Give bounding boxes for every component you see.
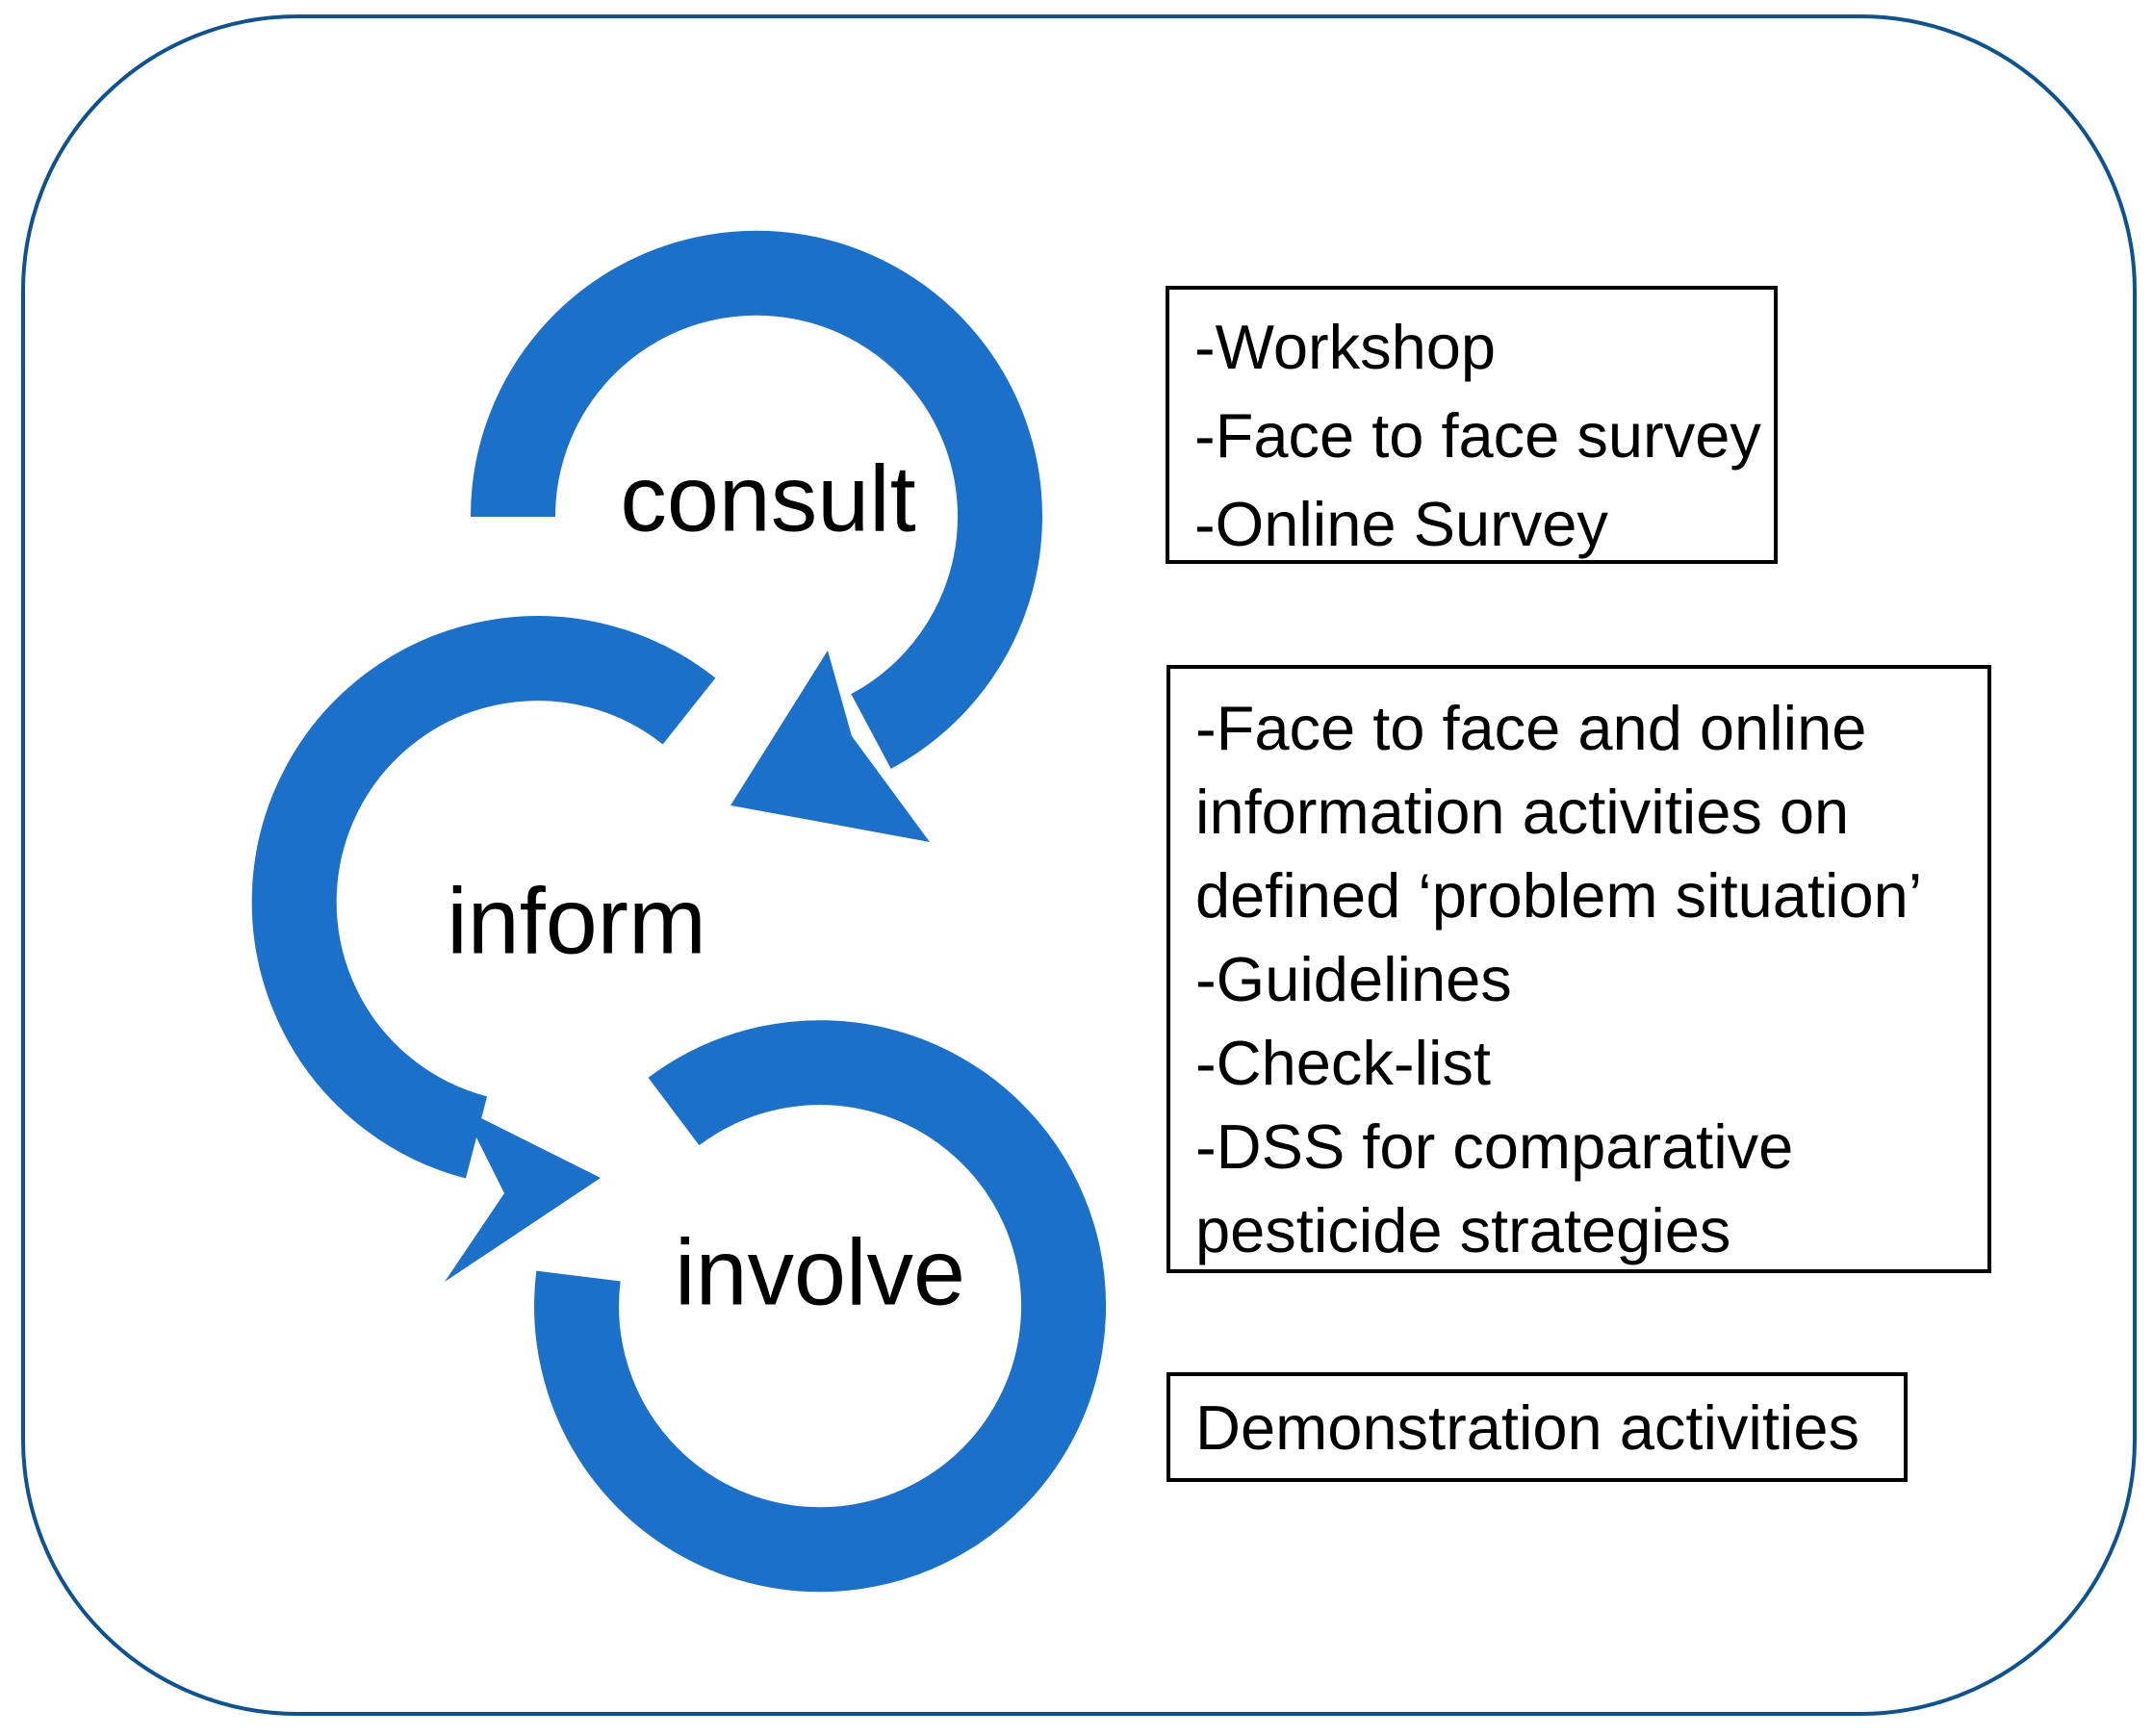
involve-activities-box: Demonstration activities xyxy=(1166,1372,1908,1482)
box-text-line: defined ‘problem situation’ xyxy=(1195,860,1923,931)
inform-cycle-arrow xyxy=(251,616,716,1179)
box-text-line: -DSS for comparative xyxy=(1195,1111,1794,1182)
inform-activities-box: -Face to face and online information act… xyxy=(1166,665,1991,1273)
box-text-line: -Check-list xyxy=(1195,1028,1491,1098)
box-text-line: pesticide strategies xyxy=(1195,1195,1731,1265)
box-text-line: information activities on xyxy=(1195,777,1850,847)
involve-cycle-ring xyxy=(534,1020,1107,1593)
consult-activities-box: -Workshop -Face to face survey -Online S… xyxy=(1166,286,1778,564)
cycle-label-involve: involve xyxy=(675,1219,965,1325)
box-text-line: -Guidelines xyxy=(1195,944,1512,1014)
box-text-line: -Face to face and online xyxy=(1195,693,1867,763)
cycle-label-inform: inform xyxy=(447,868,706,974)
box-text-line: -Workshop xyxy=(1194,312,1497,382)
consult-cycle-arrow xyxy=(471,230,1042,769)
box-text-line: -Face to face survey xyxy=(1194,400,1761,471)
inform-arrowhead-icon xyxy=(445,1109,601,1282)
consult-arrowhead-icon xyxy=(730,651,930,842)
box-text-line: Demonstration activities xyxy=(1195,1391,1859,1463)
outer-rounded-border xyxy=(21,14,2137,1716)
cycle-label-consult: consult xyxy=(620,446,916,551)
box-text-line: -Online Survey xyxy=(1194,489,1608,559)
